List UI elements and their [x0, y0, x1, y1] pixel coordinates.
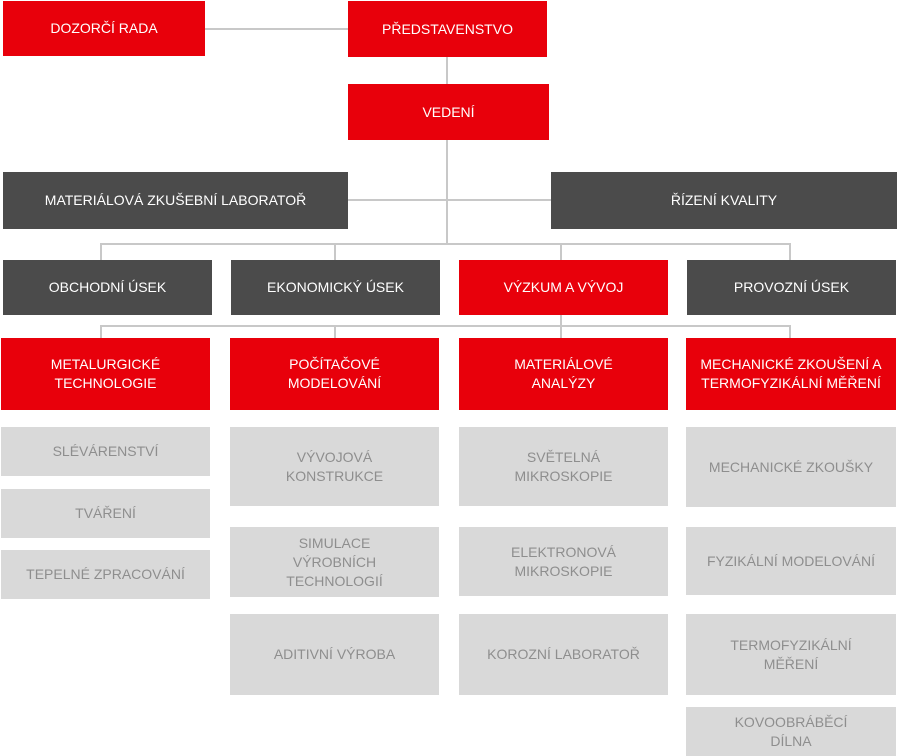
connector-line [446, 57, 448, 245]
connector-line [560, 243, 562, 260]
division-operations-box: PROVOZNÍ ÚSEK [687, 260, 896, 315]
connector-line [348, 199, 551, 201]
unit-physical-modeling-box: FYZIKÁLNÍ MODELOVÁNÍ [686, 527, 896, 595]
unit-electron-microscopy-box: ELEKTRONOVÁ MIKROSKOPIE [459, 527, 668, 596]
division-research-box: VÝZKUM A VÝVOJ [459, 260, 668, 315]
department-mechanical-testing-box: MECHANICKÉ ZKOUŠENÍ A TERMOFYZIKÁLNÍ MĚŘ… [686, 338, 896, 410]
unit-light-microscopy-box: SVĚTELNÁ MIKROSKOPIE [459, 427, 668, 506]
unit-forming-box: TVÁŘENÍ [1, 489, 210, 538]
department-metallurgy-box: METALURGICKÉ TECHNOLOGIE [1, 338, 210, 410]
unit-thermophysical-measurement-box: TERMOFYZIKÁLNÍ MĚŘENÍ [686, 614, 896, 695]
division-sales-box: OBCHODNÍ ÚSEK [3, 260, 212, 315]
connector-line [100, 325, 102, 338]
unit-spine-line [333, 410, 335, 620]
unit-production-simulation-box: SIMULACE VÝROBNÍCH TECHNOLOGIÍ [230, 527, 439, 597]
board-of-directors-box: PŘEDSTAVENSTVO [348, 1, 547, 57]
unit-additive-manufacturing-box: ADITIVNÍ VÝROBA [230, 614, 439, 695]
supervisory-board-box: DOZORČÍ RADA [3, 1, 205, 56]
connector-line [100, 243, 102, 260]
connector-line [100, 243, 790, 245]
unit-heat-treatment-box: TEPELNÉ ZPRACOVÁNÍ [1, 550, 210, 599]
unit-spine-line [560, 410, 562, 620]
department-analysis-box: MATERIÁLOVÉ ANALÝZY [459, 338, 668, 410]
connector-line [789, 243, 791, 260]
unit-machining-workshop-box: KOVOOBRÁBĚCÍ DÍLNA [686, 707, 896, 756]
unit-development-design-box: VÝVOJOVÁ KONSTRUKCE [230, 427, 439, 506]
unit-corrosion-lab-box: KOROZNÍ LABORATOŘ [459, 614, 668, 695]
connector-line [789, 325, 791, 338]
connector-line [334, 243, 336, 260]
unit-mechanical-tests-box: MECHANICKÉ ZKOUŠKY [686, 427, 896, 507]
quality-management-box: ŘÍZENÍ KVALITY [551, 172, 897, 229]
materials-lab-box: MATERIÁLOVÁ ZKUŠEBNÍ LABORATOŘ [3, 172, 348, 229]
division-economic-box: EKONOMICKÝ ÚSEK [231, 260, 440, 315]
department-modeling-box: POČÍTAČOVÉ MODELOVÁNÍ [230, 338, 439, 410]
management-box: VEDENÍ [348, 84, 549, 140]
connector-line [560, 325, 562, 338]
connector-line [100, 325, 790, 327]
connector-line [205, 28, 348, 30]
unit-foundry-box: SLÉVÁRENSTVÍ [1, 427, 210, 476]
connector-line [334, 325, 336, 338]
connector-line [560, 315, 562, 326]
unit-spine-line [104, 410, 106, 555]
